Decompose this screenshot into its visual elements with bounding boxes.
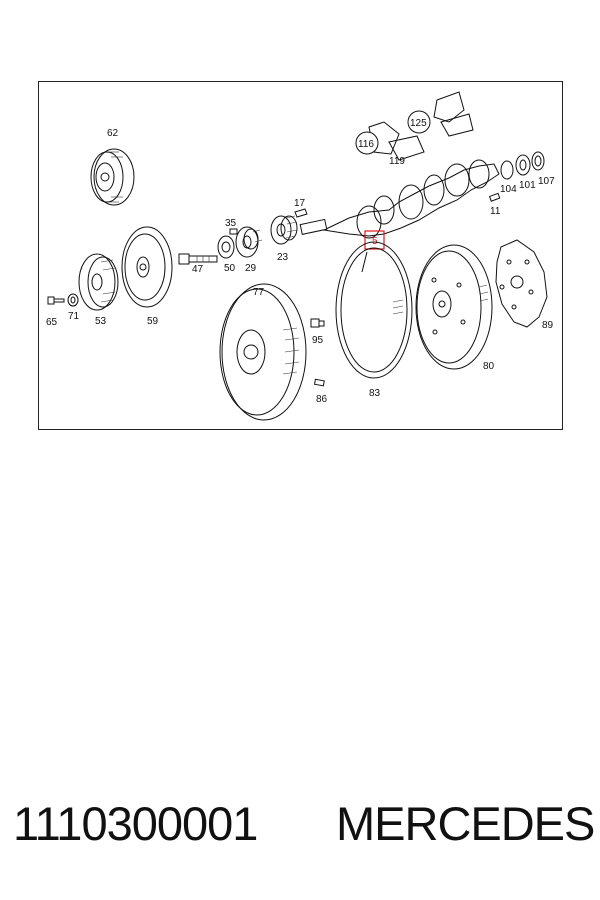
brand-name: MERCEDES bbox=[336, 797, 595, 850]
callout-50: 50 bbox=[224, 263, 236, 274]
part-5-crankshaft bbox=[299, 159, 500, 273]
callout-11: 11 bbox=[490, 206, 501, 217]
callout-17: 17 bbox=[294, 198, 306, 209]
callout-86: 86 bbox=[316, 394, 328, 405]
callout-116-circle bbox=[355, 131, 379, 155]
part-104-101-107-rings bbox=[500, 151, 545, 180]
callout-77: 77 bbox=[253, 287, 265, 298]
part-95-bolt bbox=[310, 318, 325, 328]
callout-125: 125 bbox=[410, 118, 427, 129]
part-71-washer bbox=[67, 293, 79, 307]
callout-65: 65 bbox=[46, 317, 58, 328]
callout-71: 71 bbox=[68, 311, 80, 322]
callout-104: 104 bbox=[500, 184, 517, 195]
footer: 1110300001 MERCEDES bbox=[0, 796, 600, 866]
callout-125-circle bbox=[407, 110, 431, 134]
callout-116: 116 bbox=[358, 139, 374, 150]
callout-35: 35 bbox=[225, 218, 237, 229]
part-53-pulley bbox=[78, 253, 119, 311]
part-50-washer bbox=[217, 235, 235, 259]
callout-59: 59 bbox=[147, 316, 159, 327]
callout-47: 47 bbox=[192, 264, 204, 275]
callout-95: 95 bbox=[312, 335, 324, 346]
part-35-pin bbox=[229, 228, 238, 235]
callout-23: 23 bbox=[277, 252, 289, 263]
highlight-part-5[interactable] bbox=[364, 230, 385, 250]
part-83-ring-gear bbox=[335, 241, 413, 379]
part-80-flywheel bbox=[415, 244, 493, 370]
part-17-key bbox=[294, 208, 308, 218]
parts-diagram: 62 116 125 119 5 bbox=[38, 81, 563, 430]
part-86-pin bbox=[313, 378, 325, 387]
part-59-pulley bbox=[121, 226, 173, 308]
exploded-view: 62 116 125 119 5 bbox=[46, 91, 555, 421]
part-89-drive-plate bbox=[495, 239, 548, 328]
callout-80: 80 bbox=[483, 361, 495, 372]
callout-29: 29 bbox=[245, 263, 257, 274]
callout-89: 89 bbox=[542, 320, 554, 331]
callout-5: 5 bbox=[372, 236, 378, 247]
part-29-hub bbox=[235, 226, 263, 258]
callout-107: 107 bbox=[538, 176, 555, 187]
part-number: 1110300001 bbox=[13, 797, 258, 850]
callout-53: 53 bbox=[95, 316, 107, 327]
callout-119: 119 bbox=[389, 156, 405, 167]
part-47-bolt bbox=[178, 253, 218, 265]
part-62-pulley bbox=[90, 148, 135, 206]
callout-83: 83 bbox=[369, 388, 381, 399]
part-77-damper bbox=[219, 283, 307, 421]
part-65-bolt bbox=[47, 296, 65, 305]
callout-62: 62 bbox=[107, 128, 119, 139]
part-11-pin bbox=[488, 192, 501, 202]
callout-101: 101 bbox=[519, 180, 536, 191]
part-23-gear bbox=[270, 215, 298, 245]
